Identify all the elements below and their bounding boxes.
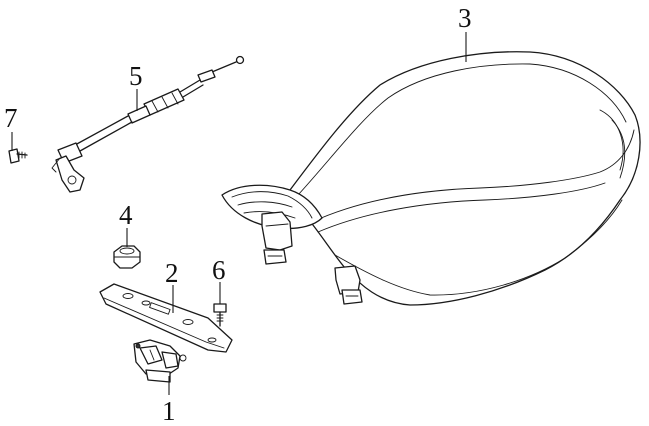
callout-seat-latch: 1: [162, 396, 176, 426]
seat-cable: [51, 55, 245, 193]
seat-latch: [133, 339, 187, 383]
callout-screw: 7: [4, 103, 18, 133]
latch-plate: [99, 283, 233, 353]
callout-seat-cable: 5: [129, 61, 143, 91]
callout-bolt: 6: [212, 255, 226, 285]
seat: [221, 51, 641, 306]
nut: [113, 245, 141, 269]
callout-latch-plate: 2: [165, 258, 179, 288]
bolt: [213, 303, 227, 327]
screw: [8, 148, 28, 164]
callout-nut: 4: [119, 200, 133, 230]
callout-seat: 3: [458, 3, 472, 33]
